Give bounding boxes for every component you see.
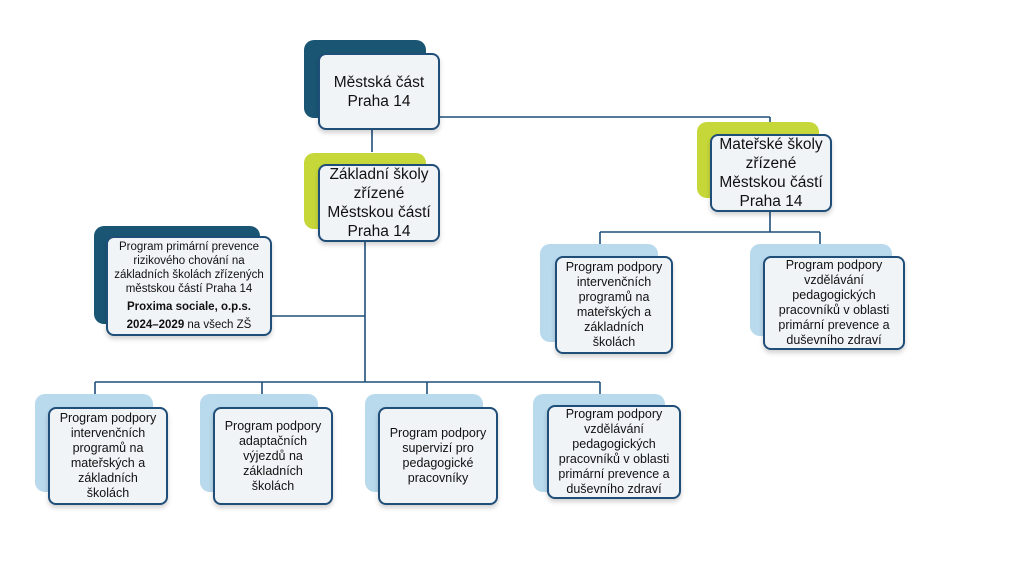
program-line: pracovníků v oblasti xyxy=(558,452,670,466)
ms-line-3: Městskou částí xyxy=(719,174,823,191)
program-line: základních školách xyxy=(78,471,138,500)
program-line: základních školách xyxy=(243,463,303,493)
program-line: duševního zdraví xyxy=(566,482,662,496)
program-line: adaptačních xyxy=(238,433,308,448)
program-line: pedagogických xyxy=(572,437,656,451)
program-line: základních školách xyxy=(584,320,644,349)
program-line: Program podpory xyxy=(565,407,663,421)
prevention-line-3: základních školách zřízených xyxy=(114,269,264,281)
zs-line-2: zřízené xyxy=(353,185,405,202)
program-line: Program podpory xyxy=(224,418,322,433)
program-line: Program podpory xyxy=(389,426,487,440)
program-line: vzdělávání xyxy=(804,273,864,287)
program-line: programů na xyxy=(72,441,144,455)
program-line: primární prevence a xyxy=(558,467,670,481)
prevention-provider: Proxima sociale, o.p.s. xyxy=(127,301,251,313)
prevention-line-1: Program primární prevence xyxy=(119,241,259,253)
zs-line-1: Základní školy xyxy=(329,166,429,183)
program-line: mateřských a xyxy=(70,456,146,470)
program-line: pracovníky xyxy=(407,471,469,485)
prevention-line-2: rizikového chování na xyxy=(133,255,245,267)
program-line: programů na xyxy=(578,290,650,304)
ms-line-2: zřízené xyxy=(745,155,797,172)
ms-line-1: Mateřské školy xyxy=(719,136,823,153)
ms-line-4: Praha 14 xyxy=(739,193,803,210)
root-line-2: Praha 14 xyxy=(347,92,411,110)
prevention-years: 2024–2029 xyxy=(126,319,185,331)
program-line: pedagogické xyxy=(402,456,474,470)
prevention-years-suffix: na všech ZŠ xyxy=(184,319,252,331)
program-line: Program podpory xyxy=(785,258,883,272)
zs-line-4: Praha 14 xyxy=(347,223,411,240)
program-line: supervizí pro xyxy=(402,441,474,455)
program-line: pracovníků v oblasti xyxy=(778,303,890,317)
program-line: primární prevence a xyxy=(778,318,890,332)
program-line: mateřských a xyxy=(576,305,652,319)
program-line: pedagogických xyxy=(792,288,876,302)
prevention-years-row: 2024–2029 na všech ZŠ xyxy=(127,318,252,332)
program-line: intervenčních xyxy=(576,275,652,289)
program-line: Program podpory xyxy=(59,411,157,425)
program-line: vzdělávání xyxy=(584,422,644,436)
root-line-1: Městská část xyxy=(333,73,425,91)
zs-line-3: Městskou částí xyxy=(327,204,431,221)
program-line: duševního zdraví xyxy=(786,333,882,347)
program-line: Program podpory xyxy=(565,260,663,274)
prevention-line-4: městskou částí Praha 14 xyxy=(125,283,253,295)
program-line: výjezdů na xyxy=(243,448,303,463)
program-line: intervenčních xyxy=(70,426,146,440)
